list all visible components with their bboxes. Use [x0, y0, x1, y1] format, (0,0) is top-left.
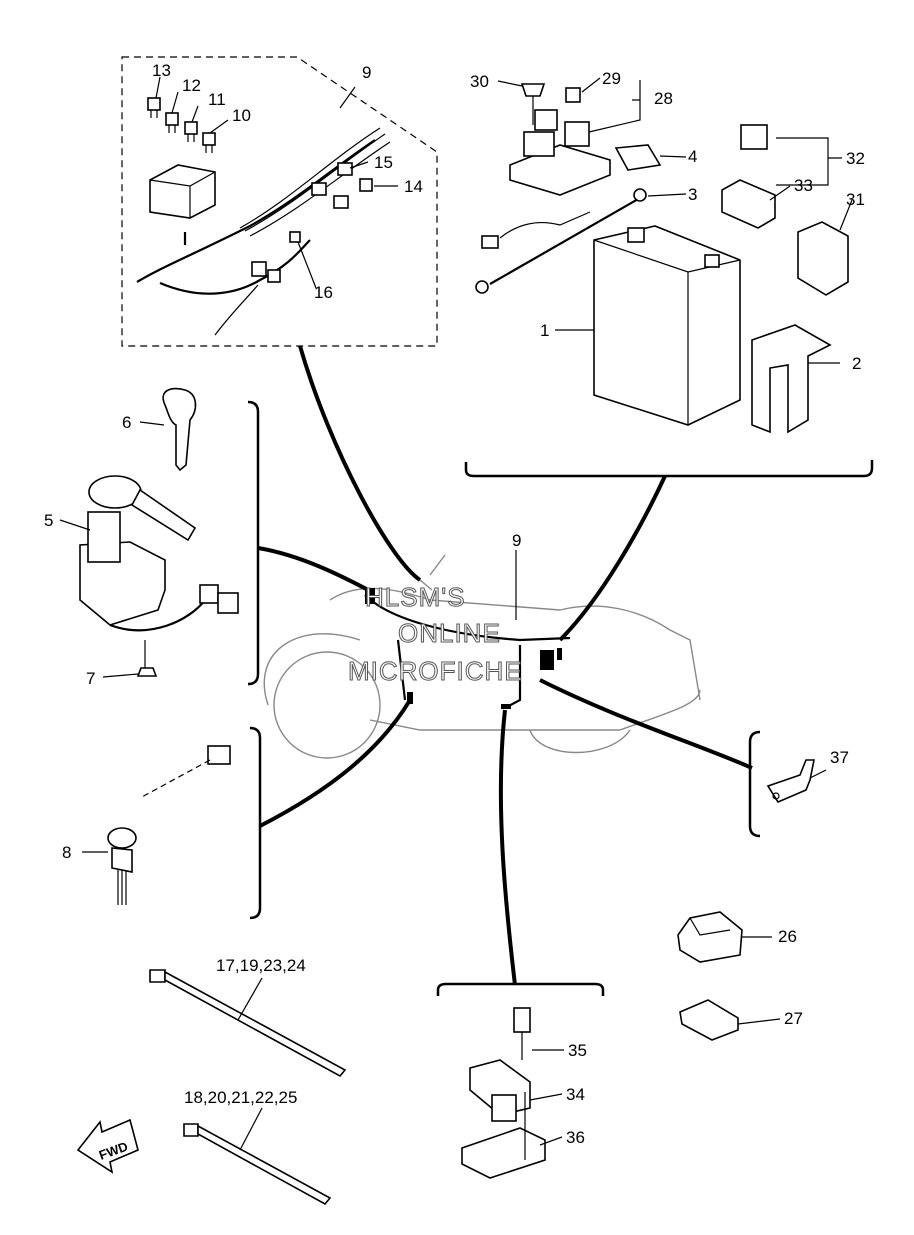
label-29: 29	[602, 69, 621, 88]
label-9-bike: 9	[512, 531, 521, 550]
label-15: 15	[374, 153, 393, 172]
wire-harness-detail	[121, 56, 438, 347]
label-17-19-23-24: 17,19,23,24	[216, 956, 306, 975]
part-labels: 1 2 3 4 5 6 7 8 9 9 10 11 12 13 14 15 16…	[44, 61, 865, 1147]
label-26: 26	[778, 927, 797, 946]
watermark-line-3: MICROFICHE	[348, 656, 523, 686]
callout-lines	[257, 345, 753, 986]
watermark: HLSM'S ONLINE MICROFICHE	[348, 582, 523, 687]
label-27: 27	[784, 1009, 803, 1028]
bracket-37-group	[748, 730, 827, 838]
watermark-line-2: ONLINE	[398, 618, 501, 648]
label-37: 37	[830, 748, 849, 767]
label-12: 12	[182, 76, 201, 95]
label-4: 4	[688, 147, 697, 166]
label-1: 1	[540, 321, 549, 340]
label-30: 30	[470, 72, 489, 91]
label-10: 10	[232, 106, 251, 125]
label-32: 32	[846, 149, 865, 168]
label-11: 11	[208, 90, 226, 109]
watermark-line-1: HLSM'S	[365, 582, 466, 612]
label-16: 16	[314, 283, 333, 302]
label-5: 5	[44, 511, 53, 530]
fwd-arrow: FWD	[76, 1118, 139, 1174]
label-3: 3	[688, 185, 697, 204]
label-6: 6	[122, 413, 131, 432]
label-14: 14	[404, 177, 423, 196]
sensor-group	[436, 982, 605, 1179]
cable-ties	[149, 969, 347, 1206]
label-28: 28	[654, 89, 673, 108]
label-2: 2	[852, 354, 861, 373]
label-31: 31	[846, 190, 865, 209]
neutral-switch-group	[82, 726, 262, 920]
label-34: 34	[566, 1085, 585, 1104]
clamps-group	[677, 911, 781, 1041]
label-13: 13	[152, 61, 171, 80]
label-7: 7	[86, 669, 95, 688]
label-35: 35	[568, 1041, 587, 1060]
battery-group	[464, 77, 874, 478]
label-8: 8	[62, 843, 71, 862]
label-18-20-21-22-25: 18,20,21,22,25	[184, 1088, 297, 1107]
label-9-harness: 9	[362, 63, 371, 82]
label-33: 33	[794, 176, 813, 195]
main-switch-group	[59, 387, 260, 686]
label-36: 36	[566, 1128, 585, 1147]
